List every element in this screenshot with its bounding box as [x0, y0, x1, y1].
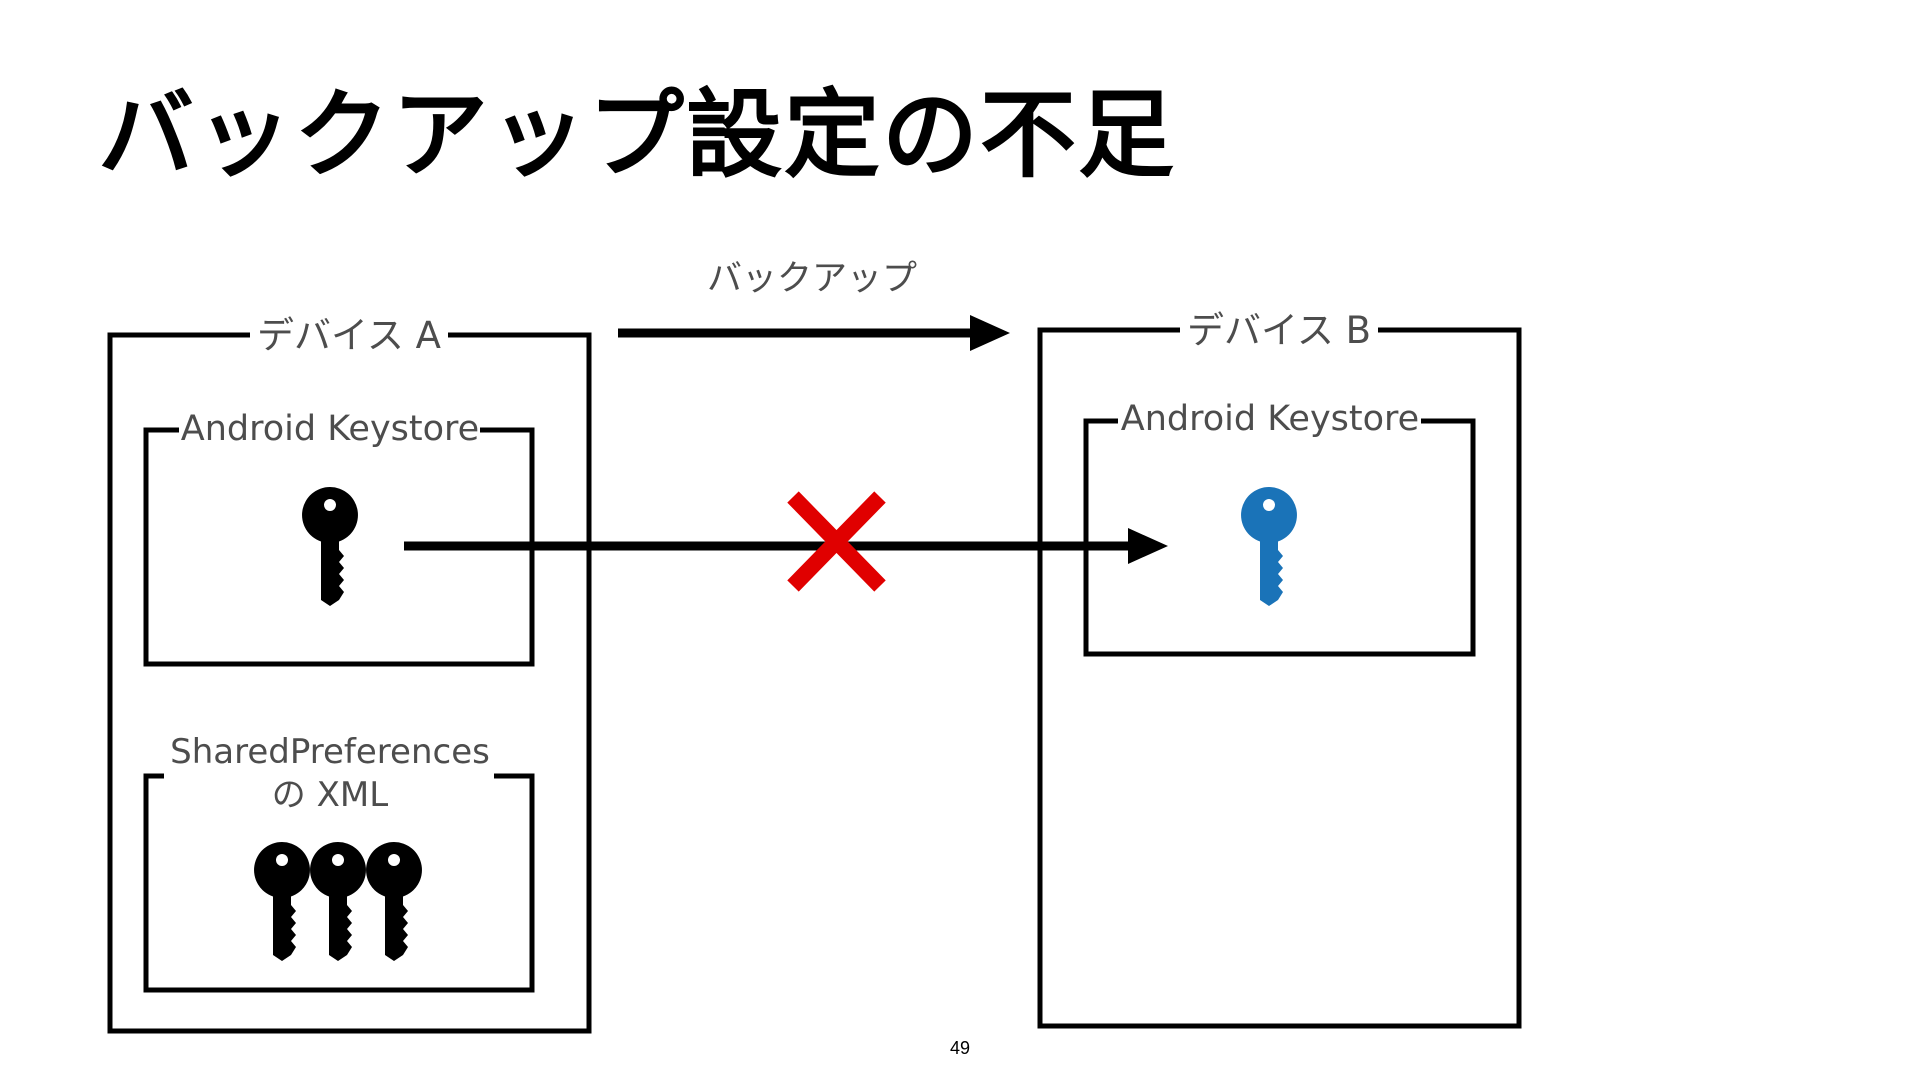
device-b-keystore-box: Android Keystore [1083, 399, 1476, 657]
device-a-box: デバイス A [107, 314, 592, 1034]
key-icon [1241, 487, 1297, 606]
backup-arrow: バックアップ [618, 259, 1010, 351]
device-b-keystore-label: Android Keystore [1121, 399, 1419, 439]
device-a-label: デバイス A [257, 314, 441, 357]
key-icon [366, 842, 422, 961]
device-b-label: デバイス B [1187, 309, 1371, 352]
key-icon [310, 842, 366, 961]
key-icon [302, 487, 358, 606]
shared-prefs-label-line1: SharedPreferences [170, 732, 490, 772]
page-number: 49 [949, 1038, 971, 1058]
key-icon [254, 842, 310, 961]
backup-label: バックアップ [707, 259, 917, 299]
key-transfer-arrow [404, 528, 1168, 564]
slide-title: バックアップ設定の不足 [98, 79, 1176, 191]
device-a-keystore-label: Android Keystore [181, 409, 479, 449]
shared-preferences-box: SharedPreferences の XML [143, 732, 535, 993]
device-b-box: デバイス B [1037, 309, 1522, 1029]
cross-mark-icon [787, 491, 886, 592]
device-a-keystore-box: Android Keystore [143, 409, 535, 667]
shared-prefs-label-line2: の XML [272, 775, 388, 815]
